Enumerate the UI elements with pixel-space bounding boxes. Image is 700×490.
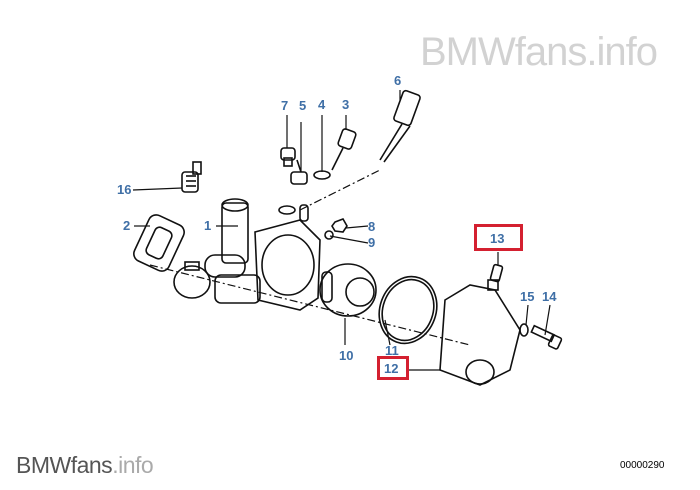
part-15-washer [519,323,529,337]
part-16-sensor [181,161,202,193]
watermark-suffix: .info [112,452,154,478]
highlight-box-13 [474,224,523,251]
part-4-ring [313,170,331,180]
callout-12: 12 [384,361,399,376]
part-1-housing [204,198,321,311]
callout-11: 11 [385,343,399,358]
part-2-gasket [133,214,185,272]
callout-3: 3 [342,97,350,112]
part-6-sender [379,89,421,163]
callout-16: 16 [117,182,132,197]
callout-2: 2 [123,218,131,233]
callout-1: 1 [204,218,212,233]
part-3-sensor [331,128,357,171]
part-11-o-ring [378,275,438,345]
callout-8: 8 [368,219,376,234]
part-12-cover [439,279,521,386]
part-8-nut [331,218,348,233]
highlight-box-12 [377,356,409,380]
part-13-bleed-screw [489,263,504,283]
part-14-bolt [530,324,563,350]
callout-15: 15 [520,289,535,304]
diagram-code: 00000290 [620,460,665,471]
callout-5: 5 [299,98,307,113]
part-5-sensor [278,159,308,215]
callout-6: 6 [394,73,402,88]
part-9-washer [324,230,334,240]
part-hose-clamp [173,261,211,299]
part-7-plug [280,147,296,167]
callout-9: 9 [368,235,376,250]
watermark-bottom: BMWfans.info [16,452,154,479]
callout-14: 14 [542,289,557,304]
part-10-thermostat [319,263,377,317]
watermark-brand: BMWfans [16,452,113,478]
leader-lines [132,90,551,371]
callout-10: 10 [339,348,354,363]
callout-7: 7 [281,98,289,113]
callout-13: 13 [490,231,505,246]
watermark-top: BMWfans.info [420,30,658,74]
callout-4: 4 [318,97,326,112]
